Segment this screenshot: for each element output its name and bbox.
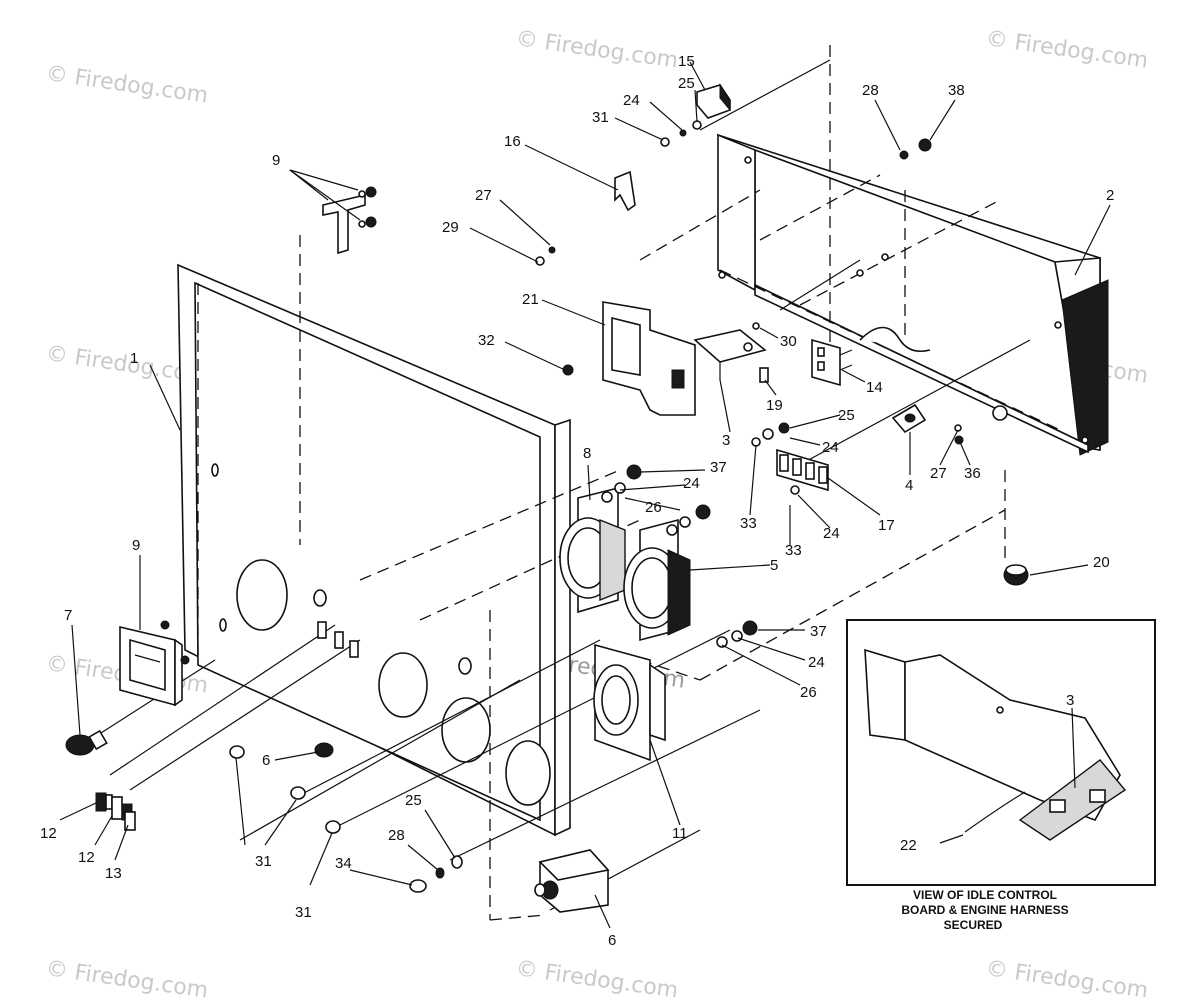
watermark: © Firedog.com: [44, 61, 210, 109]
callout-5: 5: [770, 557, 778, 574]
relay-part-15: [696, 83, 731, 119]
receptacle-part-5: [623, 518, 691, 642]
callout-15: 15: [678, 53, 695, 70]
housing-box: [716, 45, 1109, 456]
watermark: © Firedog.com: [44, 956, 210, 997]
nuts-and-washers: [601, 422, 800, 648]
callout-26a: 26: [645, 499, 662, 516]
callout-1: 1: [130, 350, 138, 367]
callout-28a: 28: [862, 82, 879, 99]
callout-25b: 25: [838, 407, 855, 424]
callout-27b: 27: [930, 465, 947, 482]
callout-31a: 31: [592, 109, 609, 126]
callout-7: 7: [64, 607, 72, 624]
watermark: © Firedog.com: [984, 26, 1150, 74]
callout-8: 8: [583, 445, 591, 462]
callout-14: 14: [866, 379, 883, 396]
lamp-and-switches: [65, 729, 136, 831]
callout-25c: 25: [405, 792, 422, 809]
callout-34: 34: [335, 855, 352, 872]
callout-21: 21: [522, 291, 539, 308]
callout-16: 16: [504, 133, 521, 150]
callout-24e: 24: [808, 654, 825, 671]
callout-31c: 31: [295, 904, 312, 921]
callout-32: 32: [478, 332, 495, 349]
callout-20: 20: [1093, 554, 1110, 571]
callout-26b: 26: [800, 684, 817, 701]
callout-24c: 24: [683, 475, 700, 492]
inset-caption-line-1: VIEW OF IDLE CONTROL: [913, 888, 1057, 902]
bracket-part-4: [891, 403, 927, 434]
foot-part-20: [1003, 564, 1029, 586]
inset-caption-line-2: BOARD & ENGINE HARNESS: [901, 903, 1068, 917]
callout-2: 2: [1106, 187, 1114, 204]
callout-33a: 33: [740, 515, 757, 532]
callout-9-meter: 9: [132, 537, 140, 554]
callout-12b: 12: [78, 849, 95, 866]
callout-29: 29: [442, 219, 459, 236]
callout-37a: 37: [710, 459, 727, 476]
callout-3: 3: [722, 432, 730, 449]
clip-part-16: [614, 170, 636, 212]
watermark: © Firedog.com: [514, 956, 680, 997]
callout-31b: 31: [255, 853, 272, 870]
harness-lines: [89, 59, 1031, 911]
callout-36: 36: [964, 465, 981, 482]
callout-24b: 24: [822, 439, 839, 456]
terminal-strip-part-14: [811, 338, 853, 387]
callout-9-bracket: 9: [272, 152, 280, 169]
callout-30: 30: [780, 333, 797, 350]
callout-33b: 33: [785, 542, 802, 559]
callout-6a: 6: [262, 752, 270, 769]
bracket-part-3: [693, 329, 767, 380]
callout-6b: 6: [608, 932, 616, 949]
terminal-strip-part-17: [776, 448, 829, 492]
callouts: 1 2 3 4 5 6 6 7 8 9 9 11 12 12 13 14 15 …: [40, 53, 1114, 949]
watermark: © Firedog.com: [984, 956, 1150, 997]
callout-27a: 27: [475, 187, 492, 204]
idle-control-inset: [846, 619, 1156, 886]
meter-part-9: [119, 620, 190, 707]
leader-lines: [59, 61, 1111, 929]
idle-control-board-part-21: [602, 301, 696, 416]
callout-4: 4: [905, 477, 913, 494]
circuit-breaker-part-6: [534, 849, 610, 913]
inset-caption: VIEW OF IDLE CONTROL BOARD & ENGINE HARN…: [901, 888, 1068, 932]
callout-13: 13: [105, 865, 122, 882]
receptacle-part-11: [593, 643, 666, 762]
front-panel: [177, 263, 571, 837]
callout-12a: 12: [40, 825, 57, 842]
callout-37b: 37: [810, 623, 827, 640]
front-fasteners: [229, 621, 463, 893]
callout-38: 38: [948, 82, 965, 99]
callout-24a: 24: [623, 92, 640, 109]
inset-callout-3: 3: [1066, 692, 1074, 709]
callout-25a: 25: [678, 75, 695, 92]
bracket-part-9: [322, 186, 377, 255]
receptacle-part-8: [559, 486, 626, 614]
inset-callout-22: 22: [900, 837, 917, 854]
watermark: © Firedog.com: [514, 26, 680, 74]
callout-19: 19: [766, 397, 783, 414]
callout-24d: 24: [823, 525, 840, 542]
callout-28b: 28: [388, 827, 405, 844]
inset-caption-line-3: SECURED: [944, 918, 1003, 932]
callout-11: 11: [672, 825, 688, 842]
callout-17: 17: [878, 517, 895, 534]
